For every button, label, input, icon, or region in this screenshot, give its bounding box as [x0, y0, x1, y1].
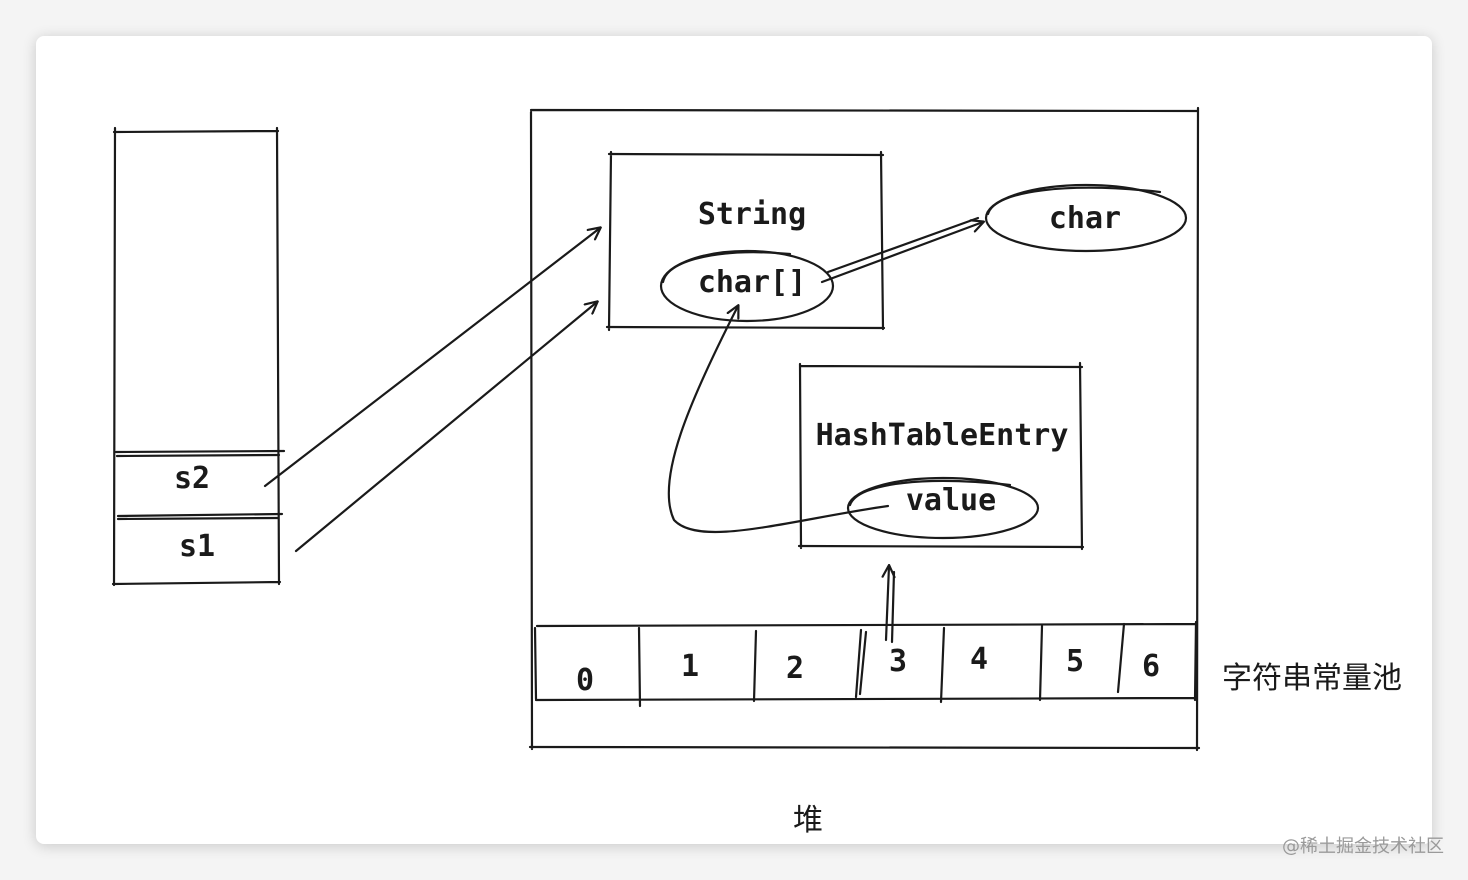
diagram-card	[36, 36, 1432, 844]
pool-cell-5: 5	[1066, 644, 1084, 679]
hash-entry-title: HashTableEntry	[816, 418, 1069, 453]
pool-cell-1: 1	[681, 649, 699, 684]
pool-cell-label: 5	[1066, 644, 1084, 679]
pool-cell-0: 0	[576, 663, 594, 698]
pool-cell-label: 1	[681, 649, 699, 684]
arrow-chararray-to-char	[820, 222, 983, 284]
string-pool-label: 字符串常量池	[1222, 661, 1402, 696]
value-field-label: value	[906, 483, 996, 518]
heap-box	[528, 106, 1201, 752]
pool-cell-4: 4	[970, 642, 988, 677]
pool-cell-label: 2	[786, 651, 804, 686]
string-object-box: String	[605, 150, 886, 332]
stack-slot-label: s2	[174, 461, 210, 496]
char-node: char	[984, 183, 1188, 253]
string-pool-table	[533, 620, 1199, 708]
arrow-pool3-to-entry-sketch	[890, 570, 896, 644]
arrow-value-to-chararray	[667, 306, 890, 534]
pool-cell-6: 6	[1142, 649, 1160, 684]
watermark: @稀土掘金技术社区	[1282, 836, 1444, 857]
pool-cell-label: 4	[970, 642, 988, 677]
arrow-s2-to-string	[263, 228, 600, 488]
stack-frame	[111, 126, 286, 587]
pool-cell-label: 6	[1142, 649, 1160, 684]
heap-label: 堆	[793, 803, 823, 838]
string-object-title: String	[698, 197, 806, 232]
arrow-chararray-to-char-sketch	[826, 216, 980, 274]
stack-slot-s1: s1	[179, 529, 215, 564]
value-field: value	[846, 476, 1040, 540]
arrow-pool3-to-entry	[886, 566, 889, 642]
pool-cell-label: 3	[889, 644, 907, 679]
hash-table-entry-box: HashTableEntry	[797, 361, 1085, 551]
char-node-label: char	[1049, 201, 1121, 236]
char-array-label: char[]	[698, 265, 806, 300]
pool-cell-label: 0	[576, 663, 594, 698]
char-array-field: char[]	[659, 249, 835, 323]
arrow-s1-to-string	[294, 302, 597, 553]
stack-slot-s2: s2	[174, 461, 210, 496]
stack-slot-label: s1	[179, 529, 215, 564]
pool-cell-2: 2	[786, 651, 804, 686]
pool-cell-3: 3	[889, 644, 907, 679]
